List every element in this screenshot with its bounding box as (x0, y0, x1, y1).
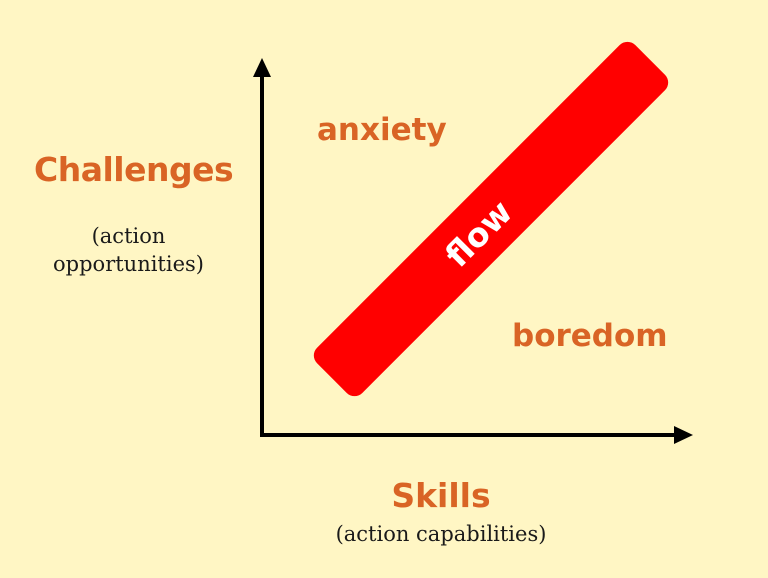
y-axis-subtitle: (action opportunities) (46, 222, 211, 278)
x-axis-subtitle: (action capabilities) (335, 522, 547, 546)
x-axis-title: Skills (391, 476, 491, 515)
anxiety-region-label: anxiety (317, 112, 447, 148)
boredom-region-label: boredom (512, 318, 668, 354)
flow-band-shape (313, 41, 669, 397)
y-axis-title: Challenges (34, 150, 234, 189)
x-axis-arrowhead (674, 426, 693, 444)
y-axis-subtitle-line-1: (action (91, 224, 166, 248)
y-axis-arrowhead (253, 58, 271, 77)
y-axis-subtitle-line-2: opportunities) (53, 252, 204, 276)
